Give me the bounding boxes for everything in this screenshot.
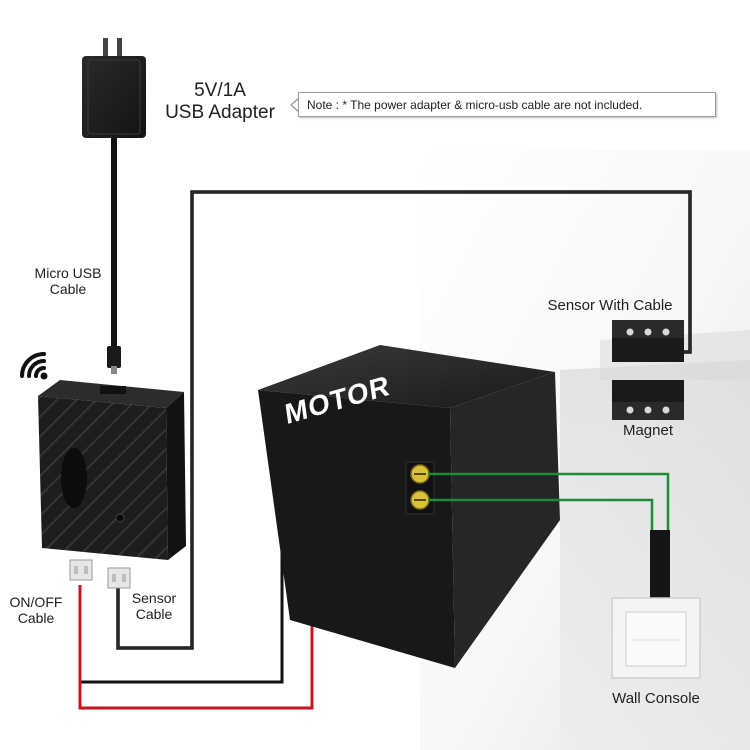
motor xyxy=(258,345,560,668)
magnet xyxy=(612,380,684,420)
sensor-cable-label-line1: Sensor xyxy=(131,590,177,606)
onoff-label-line1: ON/OFF xyxy=(9,594,63,610)
micro-usb-label-line1: Micro USB xyxy=(34,265,102,281)
micro-usb-label: Micro USB Cable xyxy=(18,265,118,297)
device-connectors xyxy=(69,559,131,589)
sensor-cable-label-line2: Cable xyxy=(135,606,173,623)
wall-console xyxy=(611,597,701,679)
adapter-label: 5V/1A USB Adapter xyxy=(150,80,290,124)
micro-usb-label-line2: Cable xyxy=(49,281,87,298)
note-box: Note : * The power adapter & micro-usb c… xyxy=(298,92,716,117)
magnet-label: Magnet xyxy=(622,422,674,439)
usb-adapter xyxy=(82,38,146,138)
note-text: Note : * The power adapter & micro-usb c… xyxy=(307,98,643,112)
wall-console-label: Wall Console xyxy=(612,690,700,707)
sensor-wire xyxy=(116,190,692,650)
sensor-label: Sensor With Cable xyxy=(547,297,673,314)
micro-usb-cable xyxy=(107,138,121,374)
door-sensor xyxy=(612,320,684,362)
note-pointer-inner xyxy=(292,99,299,111)
controller-device xyxy=(38,380,186,560)
wifi-icon xyxy=(20,352,48,380)
console-wires xyxy=(428,472,670,605)
onoff-label-line2: Cable xyxy=(17,610,55,627)
sensor-cable-label: Sensor Cable xyxy=(122,590,186,622)
adapter-label-line2: USB Adapter xyxy=(165,101,275,123)
adapter-label-line1: 5V/1A xyxy=(194,80,246,101)
onoff-label: ON/OFF Cable xyxy=(4,594,68,626)
